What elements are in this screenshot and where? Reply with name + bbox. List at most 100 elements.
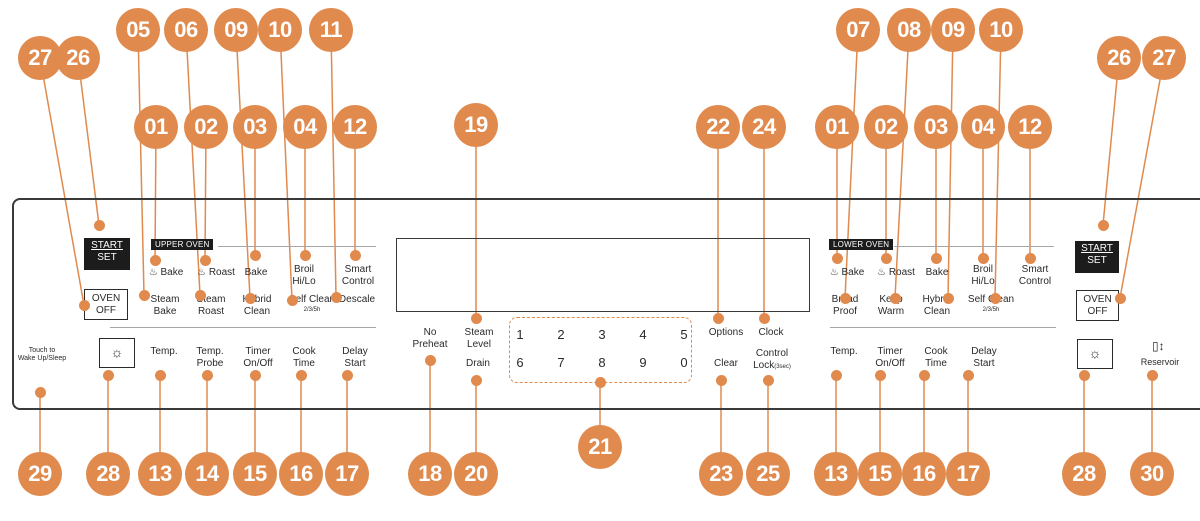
keypad-digit[interactable]: 3 bbox=[598, 327, 606, 342]
upper-temp-probe-line2: Probe bbox=[196, 358, 224, 369]
upper-steam-bake-top[interactable]: ♨ Bake bbox=[148, 267, 184, 278]
upper-cook-time-button[interactable]: Cook Time bbox=[292, 346, 315, 370]
callout-badge: 24 bbox=[742, 105, 786, 149]
upper-temp-button[interactable]: Temp. bbox=[150, 346, 178, 357]
options-button[interactable]: Options bbox=[708, 327, 744, 338]
callout-dot bbox=[470, 374, 482, 386]
lower-bottom-separator bbox=[830, 327, 1056, 328]
keypad-digit[interactable]: 6 bbox=[516, 355, 524, 370]
callout-badge: 10 bbox=[258, 8, 302, 52]
upper-temp-probe-button[interactable]: Temp. Probe bbox=[196, 346, 223, 370]
lower-broil-line1: Broil bbox=[972, 264, 994, 275]
callout-dot bbox=[874, 369, 886, 381]
lower-delay-start-button[interactable]: Delay Start bbox=[971, 346, 997, 370]
upper-steam-roast-button[interactable]: Steam Roast bbox=[197, 294, 226, 318]
callout-badge: 20 bbox=[454, 452, 498, 496]
callout-dot bbox=[154, 369, 166, 381]
lower-hybrid-clean-button[interactable]: Hybrid Clean bbox=[923, 294, 952, 318]
upper-broil-line2: Hi/Lo bbox=[292, 276, 316, 287]
lower-temp-button[interactable]: Temp. bbox=[830, 346, 858, 357]
callout-dot bbox=[942, 292, 954, 304]
lower-bake-button[interactable]: Bake bbox=[925, 267, 949, 278]
keypad-digit[interactable]: 4 bbox=[639, 327, 647, 342]
callout-dot bbox=[977, 252, 989, 264]
callout-badge: 13 bbox=[138, 452, 182, 496]
control-lock-hint: (3sec) bbox=[774, 364, 791, 370]
lower-timer-button[interactable]: Timer On/Off bbox=[875, 346, 904, 370]
keypad-digit[interactable]: 0 bbox=[680, 355, 688, 370]
upper-hybrid-line1: Hybrid bbox=[242, 294, 272, 305]
control-lock-button[interactable]: Control Lock(3sec) bbox=[753, 348, 791, 373]
lower-steam-bake-top[interactable]: ♨ Bake bbox=[829, 267, 865, 278]
callout-badge: 05 bbox=[116, 8, 160, 52]
callout-dot bbox=[1097, 219, 1109, 231]
lower-cook-time-button[interactable]: Cook Time bbox=[924, 346, 947, 370]
callout-dot bbox=[830, 369, 842, 381]
callout-badge: 06 bbox=[164, 8, 208, 52]
control-lock-line2: Lock bbox=[753, 360, 775, 371]
callout-dot bbox=[199, 254, 211, 266]
steam-level-button[interactable]: Steam Level bbox=[465, 327, 494, 351]
no-preheat-button[interactable]: No Preheat bbox=[412, 327, 447, 351]
reservoir-button[interactable]: Reservoir bbox=[1140, 357, 1180, 367]
callout-badge: 19 bbox=[454, 103, 498, 147]
callout-dot bbox=[78, 299, 90, 311]
drain-button[interactable]: Drain bbox=[466, 358, 490, 369]
callout-badge: 26 bbox=[56, 36, 100, 80]
upper-timer-button[interactable]: Timer On/Off bbox=[243, 346, 272, 370]
upper-hybrid-clean-button[interactable]: Hybrid Clean bbox=[243, 294, 272, 318]
lower-timer-line2: On/Off bbox=[875, 358, 905, 369]
upper-broil-button[interactable]: Broil Hi/Lo bbox=[292, 264, 315, 288]
upper-smart-line2: Control bbox=[341, 276, 375, 287]
lower-smart-control-button[interactable]: Smart Control bbox=[1019, 264, 1051, 288]
lower-light-button[interactable]: ☼ bbox=[1077, 339, 1113, 369]
upper-descale-button[interactable]: Descale bbox=[338, 294, 376, 305]
no-preheat-line2: Preheat bbox=[412, 339, 448, 350]
upper-delay-line2: Start bbox=[344, 358, 366, 369]
keypad-digit[interactable]: 7 bbox=[557, 355, 565, 370]
upper-steam-roast-line2: Roast bbox=[197, 306, 225, 317]
upper-light-button[interactable]: ☼ bbox=[99, 338, 135, 368]
upper-delay-start-button[interactable]: Delay Start bbox=[342, 346, 368, 370]
control-lock-line1: Control bbox=[755, 348, 789, 359]
lower-broil-button[interactable]: Broil Hi/Lo bbox=[971, 264, 994, 288]
callout-badge: 27 bbox=[18, 36, 62, 80]
callout-badge: 09 bbox=[931, 8, 975, 52]
keypad-digit[interactable]: 1 bbox=[516, 327, 524, 342]
lower-steam-roast-top[interactable]: ♨ Roast bbox=[877, 267, 915, 278]
upper-steam-bake-button[interactable]: Steam Bake bbox=[151, 294, 180, 318]
lower-off-label: OFF bbox=[1087, 306, 1108, 317]
clear-button[interactable]: Clear bbox=[714, 358, 738, 369]
callout-badge: 13 bbox=[814, 452, 858, 496]
upper-oven-off-button[interactable]: OVEN OFF bbox=[84, 289, 128, 320]
callout-badge: 16 bbox=[279, 452, 323, 496]
keypad-digit[interactable]: 8 bbox=[598, 355, 606, 370]
callout-badge: 15 bbox=[233, 452, 277, 496]
callout-badge: 03 bbox=[233, 105, 277, 149]
callout-dot bbox=[330, 291, 342, 303]
lower-bread-line2: Proof bbox=[833, 306, 857, 317]
clock-button[interactable]: Clock bbox=[758, 327, 784, 338]
callout-dot bbox=[930, 252, 942, 264]
callout-dot bbox=[470, 312, 482, 324]
lower-start-set-button[interactable]: START SET bbox=[1075, 241, 1119, 273]
callout-dot bbox=[249, 249, 261, 261]
callout-badge: 28 bbox=[86, 452, 130, 496]
callout-badge: 08 bbox=[887, 8, 931, 52]
upper-start-set-button[interactable]: START SET bbox=[84, 238, 130, 270]
keypad-digit[interactable]: 2 bbox=[557, 327, 565, 342]
upper-roast-top-label: Roast bbox=[208, 267, 235, 278]
upper-bake-top-label: Bake bbox=[160, 267, 184, 278]
callout-dot bbox=[758, 312, 770, 324]
keypad-digit[interactable]: 5 bbox=[680, 327, 688, 342]
lower-cook-time-line2: Time bbox=[925, 358, 947, 369]
keypad-digit[interactable]: 9 bbox=[639, 355, 647, 370]
upper-steam-roast-top[interactable]: ♨ Roast bbox=[197, 267, 235, 278]
callout-dot bbox=[831, 252, 843, 264]
upper-self-clean-button[interactable]: Self Clean 2/3/5h bbox=[289, 294, 335, 314]
upper-smart-control-button[interactable]: Smart Control bbox=[342, 264, 374, 288]
lower-broil-line2: Hi/Lo bbox=[971, 276, 995, 287]
upper-bake-button[interactable]: Bake bbox=[244, 267, 268, 278]
lower-oven-off-button[interactable]: OVEN OFF bbox=[1076, 290, 1119, 321]
